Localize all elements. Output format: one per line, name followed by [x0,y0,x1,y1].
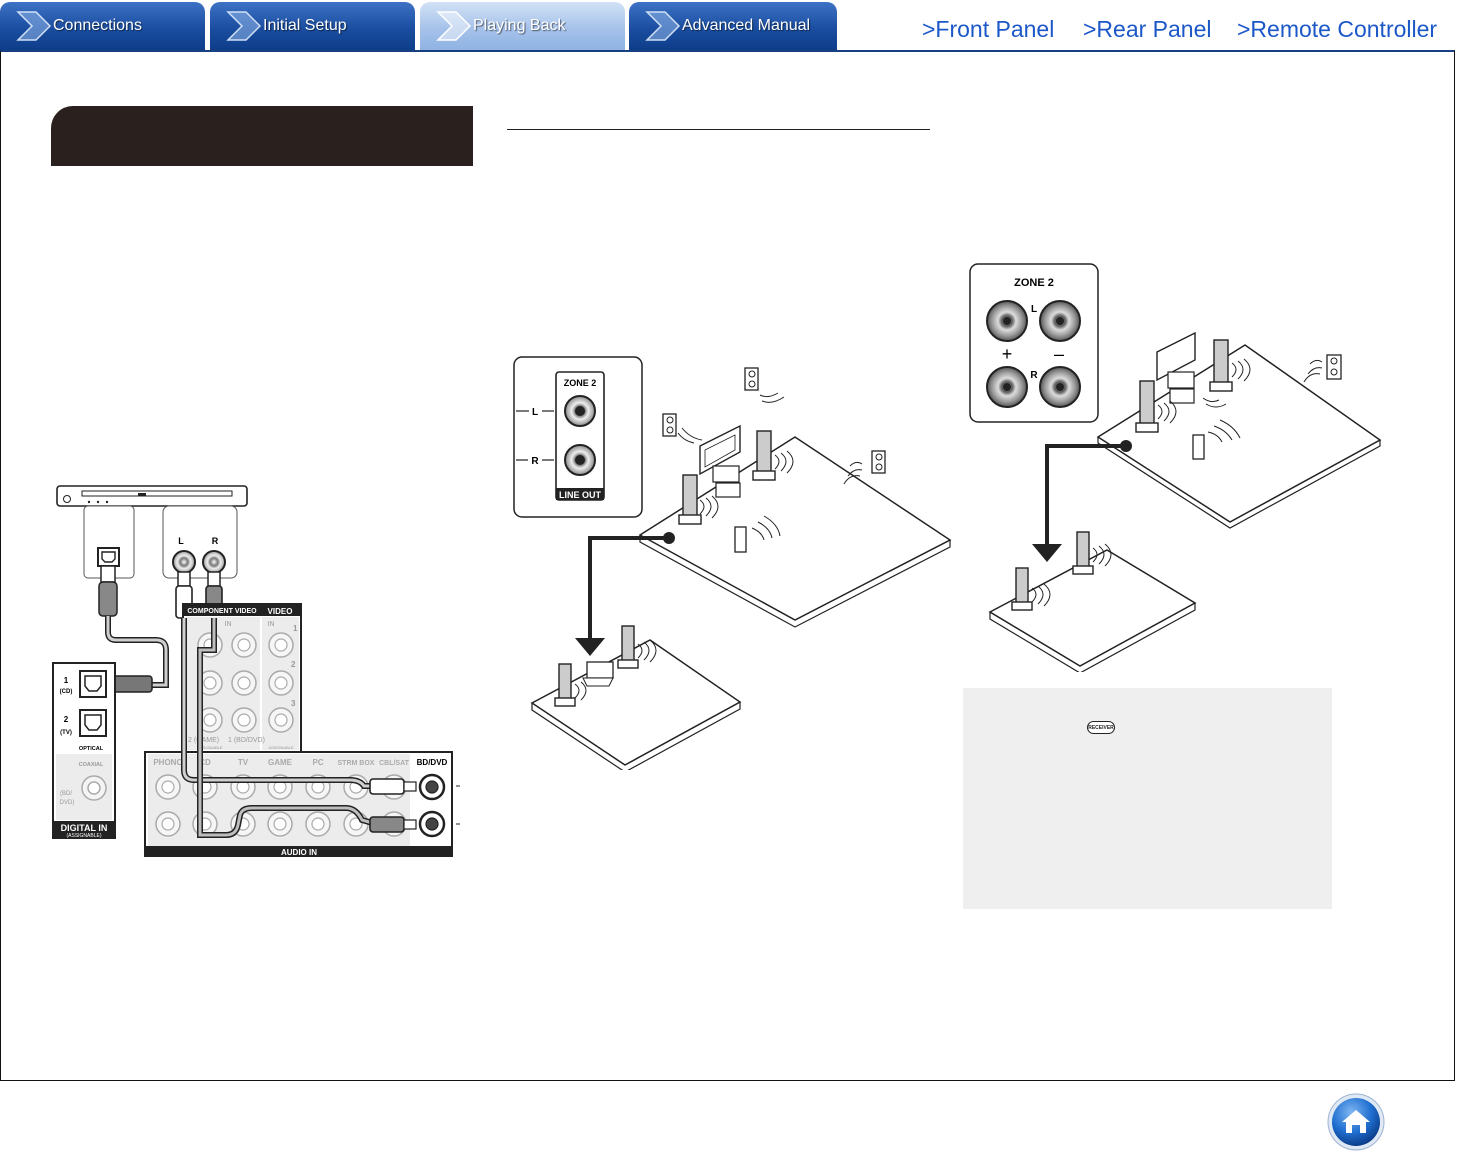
tab-label: Connections [53,17,142,34]
connection-diagram: L R COMPONENT VIDEO VIDEO IN IN 1 2 3 2 … [52,485,460,857]
jack-center [161,780,175,794]
tab-advanced-manual[interactable]: Advanced Manual [629,2,837,50]
audio-input-tv: TV [238,758,249,767]
optical-label: OPTICAL [79,746,104,752]
coaxial-sub-2: DVD) [60,800,75,806]
page-frame [0,50,1455,1081]
video-number-1: 1 [293,624,298,633]
tab-label: Advanced Manual [682,17,811,34]
audio-input-game: GAME [268,758,293,767]
zone2-line-out-diagram: ZONE 2 LINE OUT L R [513,356,952,770]
audio-input-phono: PHONO [153,758,182,767]
home-icon [1327,1093,1385,1151]
jack-center [425,817,439,831]
jack-center [161,817,175,831]
coaxial-label: COAXIAL [79,762,104,768]
component-video-header: COMPONENT VIDEO [187,608,257,615]
chevron-right-icon [645,11,681,41]
component-label-1: 1 (BD/DVD) [228,737,265,744]
tab-initial-setup[interactable]: Initial Setup [210,2,415,50]
audio-input-cd: CD [199,758,211,767]
component-in-label: IN [225,621,232,628]
tab-label: Initial Setup [263,17,347,34]
jack-center [237,638,251,652]
receiver-button-icon: RECEIVER [1087,721,1115,734]
video-number-3: 3 [291,699,296,708]
zone2-minus: – [1054,344,1064,364]
zone2-plus: + [1002,344,1013,364]
video-header: VIDEO [268,607,293,616]
line-out-label: LINE OUT [559,490,602,500]
optical-1-label: 1 [64,676,69,685]
digital-in-sub: (ASSIGNABLE) [66,833,101,839]
assignable-small-label: ASSIGNABLE [197,745,223,750]
audio-input-pc: PC [312,758,323,767]
coaxial-sub-1: (BD/ [60,791,72,797]
zone2-speaker-title: ZONE 2 [1014,277,1054,289]
chevron-right-icon [226,11,262,41]
assignable-small-label-2: ASSIGNABLE [268,745,294,750]
player-jack-r-label: R [212,536,219,546]
optical-1-sub: (CD) [60,689,73,695]
component-label-2: 2 (GAME) [188,737,219,744]
audio-input-strm-box: STRM BOX [338,760,375,767]
jack-center [425,780,439,794]
zone2-speaker-l: L [1031,304,1037,315]
jack-center [273,817,287,831]
heading-rule [507,129,930,130]
zone2-r-label: R [531,456,539,467]
chevron-right-icon [16,11,52,41]
zone2-l-label: L [532,407,538,418]
player-jack-l-label: L [178,536,184,546]
jack-center [274,676,288,690]
jack-center [274,713,288,727]
audio-input-bd-dvd: BD/DVD [417,758,448,767]
zone2-speaker-diagram: ZONE 2 L R + – [969,263,1382,672]
optical-2-label: 2 [64,715,69,724]
optical-2-sub: (TV) [60,730,72,736]
jack-center [349,817,363,831]
section-title-bar [51,106,473,166]
video-number-2: 2 [291,660,296,669]
jack-center [274,638,288,652]
digital-in-label: DIGITAL IN [61,823,108,833]
jack-center [311,817,325,831]
audio-in-label: AUDIO IN [281,848,317,857]
home-button[interactable] [1326,1092,1386,1152]
disc-player [56,485,248,579]
link-remote-controller[interactable]: >Remote Controller [1237,16,1438,42]
jack-center [237,713,251,727]
tab-connections[interactable]: Connections [0,2,205,50]
link-rear-panel[interactable]: >Rear Panel [1083,16,1212,42]
jack-center [237,676,251,690]
video-in-label: IN [268,621,275,628]
note-box [963,688,1332,909]
tab-playing-back[interactable]: Playing Back [420,2,625,50]
tab-label: Playing Back [473,17,566,34]
link-front-panel[interactable]: >Front Panel [922,16,1055,42]
zone2-title: ZONE 2 [564,378,597,388]
jack-center [203,713,217,727]
chevron-right-icon [436,11,472,41]
audio-input-cbl-sat: CBL/SAT [379,760,410,767]
zone2-speaker-r: R [1030,370,1038,381]
jack-center [203,676,217,690]
